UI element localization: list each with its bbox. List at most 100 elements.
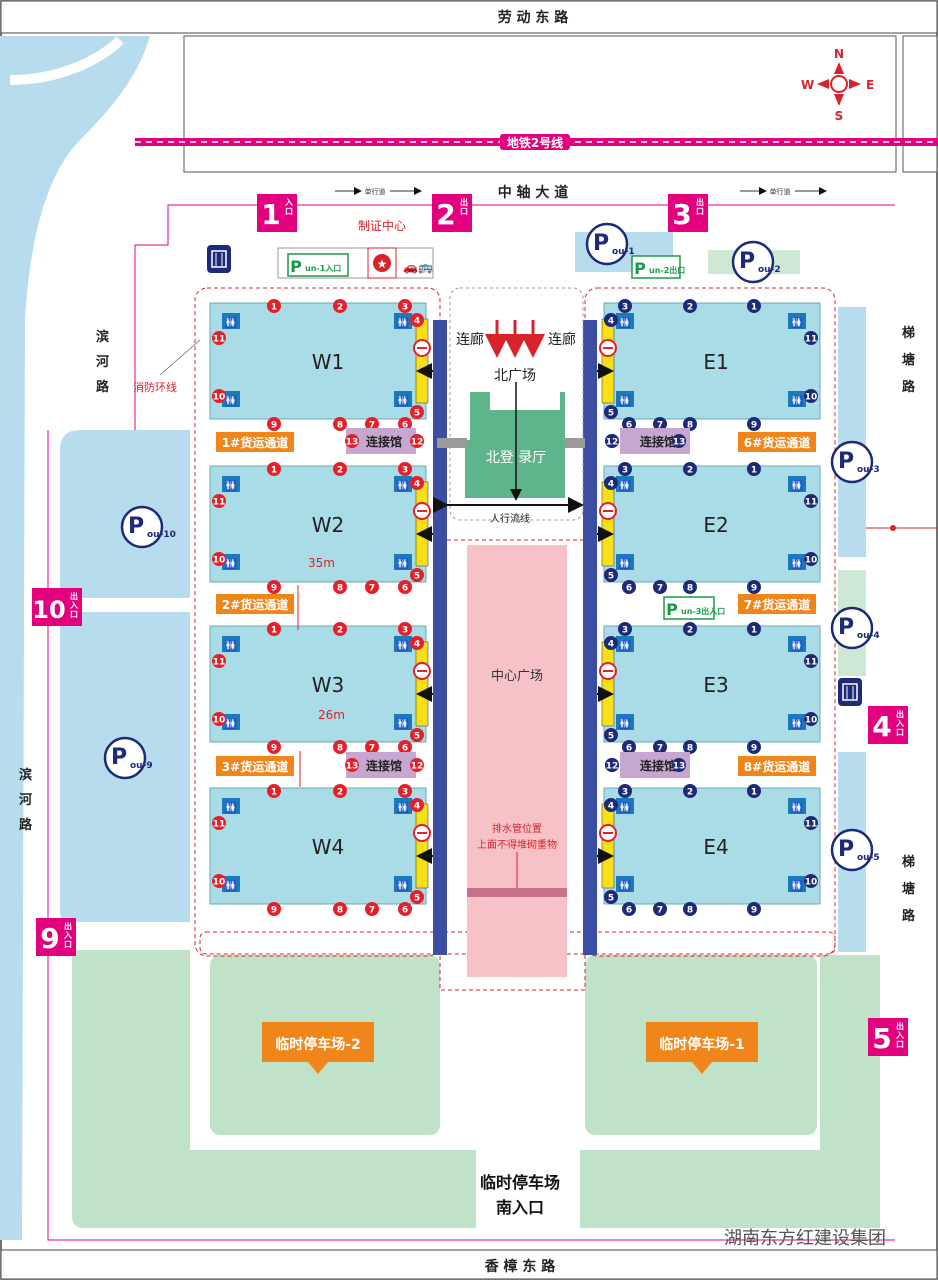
door-marker[interactable]: 6 — [398, 740, 412, 754]
door-marker[interactable]: 10 — [804, 874, 818, 888]
cargo-channel[interactable]: 1#货运通道 — [216, 432, 294, 452]
door-marker[interactable]: 11 — [212, 331, 226, 345]
door-marker[interactable]: 6 — [622, 580, 636, 594]
door-marker[interactable]: 3 — [618, 622, 632, 636]
door-marker[interactable]: 9 — [267, 580, 281, 594]
door-marker[interactable]: 11 — [212, 494, 226, 508]
door-marker[interactable]: 12 — [605, 434, 619, 448]
door-marker[interactable]: 12 — [410, 434, 424, 448]
door-marker[interactable]: 5 — [410, 890, 424, 904]
door-marker[interactable]: 1 — [267, 622, 281, 636]
door-marker[interactable]: 5 — [604, 728, 618, 742]
door-marker[interactable]: 2 — [333, 784, 347, 798]
door-marker[interactable]: 11 — [804, 816, 818, 830]
door-marker[interactable]: 1 — [747, 622, 761, 636]
door-marker[interactable]: 9 — [747, 740, 761, 754]
door-marker[interactable]: 3 — [618, 299, 632, 313]
door-marker[interactable]: 7 — [653, 740, 667, 754]
door-marker[interactable]: 1 — [267, 299, 281, 313]
door-marker[interactable]: 6 — [622, 417, 636, 431]
door-marker[interactable]: 12 — [605, 758, 619, 772]
door-marker[interactable]: 1 — [747, 299, 761, 313]
door-marker[interactable]: 6 — [398, 417, 412, 431]
door-marker[interactable]: 10 — [212, 874, 226, 888]
door-marker[interactable]: 5 — [410, 568, 424, 582]
door-marker[interactable]: 6 — [398, 580, 412, 594]
door-marker[interactable]: 5 — [604, 568, 618, 582]
door-marker[interactable]: 4 — [604, 636, 618, 650]
door-marker[interactable]: 11 — [804, 494, 818, 508]
door-marker[interactable]: 12 — [410, 758, 424, 772]
door-marker[interactable]: 6 — [398, 902, 412, 916]
door-marker[interactable]: 10 — [212, 389, 226, 403]
door-marker[interactable]: 2 — [683, 462, 697, 476]
door-marker[interactable]: 13 — [672, 758, 686, 772]
cargo-channel[interactable]: 7#货运通道 — [738, 594, 816, 614]
door-marker[interactable]: 11 — [804, 331, 818, 345]
door-marker[interactable]: 7 — [653, 580, 667, 594]
door-marker[interactable]: 9 — [747, 580, 761, 594]
door-marker[interactable]: 10 — [212, 712, 226, 726]
door-marker[interactable]: 8 — [333, 417, 347, 431]
door-marker[interactable]: 2 — [683, 622, 697, 636]
door-marker[interactable]: 8 — [333, 902, 347, 916]
door-marker[interactable]: 1 — [747, 784, 761, 798]
door-marker[interactable]: 3 — [398, 784, 412, 798]
door-marker[interactable]: 8 — [683, 417, 697, 431]
door-marker[interactable]: 4 — [604, 798, 618, 812]
door-marker[interactable]: 10 — [212, 552, 226, 566]
door-marker[interactable]: 5 — [410, 728, 424, 742]
door-marker[interactable]: 13 — [345, 434, 359, 448]
door-marker[interactable]: 8 — [333, 740, 347, 754]
door-marker[interactable]: 2 — [683, 299, 697, 313]
door-marker[interactable]: 11 — [212, 816, 226, 830]
hall-w3[interactable]: W3🚻🚻🚻🚻 — [209, 625, 434, 743]
door-marker[interactable]: 4 — [410, 476, 424, 490]
door-marker[interactable]: 9 — [267, 902, 281, 916]
door-marker[interactable]: 5 — [604, 890, 618, 904]
hall-e4[interactable]: E4🚻🚻🚻🚻 — [596, 787, 821, 905]
cargo-channel[interactable]: 6#货运通道 — [738, 432, 816, 452]
door-marker[interactable]: 1 — [267, 462, 281, 476]
door-marker[interactable]: 7 — [365, 580, 379, 594]
hall-w1[interactable]: W1🚻🚻🚻🚻 — [209, 302, 434, 420]
door-marker[interactable]: 10 — [804, 389, 818, 403]
door-marker[interactable]: 1 — [267, 784, 281, 798]
door-marker[interactable]: 2 — [333, 462, 347, 476]
hall-e3[interactable]: E3🚻🚻🚻🚻 — [596, 625, 821, 743]
door-marker[interactable]: 9 — [747, 902, 761, 916]
cargo-channel[interactable]: 8#货运通道 — [738, 756, 816, 776]
hall-e2[interactable]: E2🚻🚻🚻🚻 — [596, 465, 821, 583]
hall-e1[interactable]: E1🚻🚻🚻🚻 — [596, 302, 821, 420]
door-marker[interactable]: 7 — [365, 740, 379, 754]
door-marker[interactable]: 11 — [804, 654, 818, 668]
door-marker[interactable]: 1 — [747, 462, 761, 476]
door-marker[interactable]: 7 — [365, 902, 379, 916]
cargo-channel[interactable]: 2#货运通道 — [216, 594, 294, 614]
door-marker[interactable]: 6 — [622, 902, 636, 916]
door-marker[interactable]: 9 — [747, 417, 761, 431]
door-marker[interactable]: 3 — [398, 462, 412, 476]
door-marker[interactable]: 5 — [410, 405, 424, 419]
door-marker[interactable]: 10 — [804, 552, 818, 566]
door-marker[interactable]: 2 — [333, 622, 347, 636]
door-marker[interactable]: 10 — [804, 712, 818, 726]
door-marker[interactable]: 8 — [683, 902, 697, 916]
door-marker[interactable]: 4 — [604, 476, 618, 490]
door-marker[interactable]: 11 — [212, 654, 226, 668]
door-marker[interactable]: 7 — [653, 902, 667, 916]
